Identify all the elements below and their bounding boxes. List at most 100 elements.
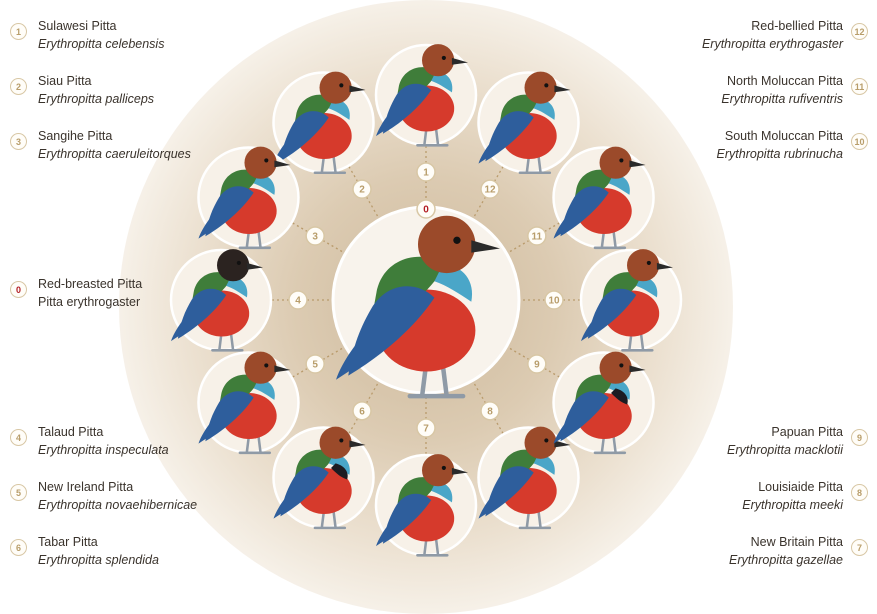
ring-number: 6	[359, 406, 365, 417]
ring-number-badge: 8	[480, 401, 500, 421]
pitta-bird-icon	[553, 146, 646, 250]
number-badge-icon: 1	[10, 23, 27, 40]
pitta-bird-icon	[376, 454, 468, 557]
common-name: Tabar Pitta	[38, 535, 98, 549]
pitta-bird-icon	[553, 351, 646, 455]
ring-number-badge: 4	[288, 290, 308, 310]
number-badge-icon	[352, 179, 372, 199]
common-name: North Moluccan Pitta	[726, 74, 843, 88]
scientific-name: Erythropitta caeruleitorques	[38, 147, 191, 161]
common-name: New Britain Pitta	[750, 535, 843, 549]
number-badge-icon	[416, 418, 436, 438]
number-badge-icon	[480, 179, 500, 199]
number-badge-icon: 0	[10, 281, 27, 298]
scientific-name-plain: Pitta erythrogaster	[38, 295, 141, 309]
common-name: Papuan Pitta	[771, 425, 843, 439]
pitta-bird-icon	[273, 426, 366, 530]
scientific-name: Erythropitta gazellae	[729, 553, 843, 567]
ring-number: 12	[484, 185, 496, 196]
pitta-bird-icon	[478, 426, 571, 530]
ring-number: 11	[532, 232, 543, 243]
scientific-name: Erythropitta rufiventris	[721, 92, 843, 106]
number-badge-icon	[527, 226, 547, 246]
common-name: Sulawesi Pitta	[38, 19, 117, 33]
ring-number: 7	[423, 424, 429, 435]
center-number-badge: 0	[416, 199, 436, 219]
scientific-name: Erythropitta palliceps	[38, 92, 155, 106]
ring-number-badge: 11	[527, 226, 547, 246]
pitta-bird-icon	[336, 215, 500, 399]
pitta-bird-icon	[198, 351, 291, 455]
number-badge-icon: 9	[851, 429, 868, 446]
number-badge-icon	[352, 401, 372, 421]
common-name: Louisiaide Pitta	[758, 480, 843, 494]
common-name: Talaud Pitta	[38, 425, 104, 439]
ring-number-badge: 12	[480, 179, 500, 199]
number-badge-icon	[527, 354, 547, 374]
center-number: 0	[423, 205, 429, 216]
number-badge-icon: 4	[10, 429, 27, 446]
pitta-bird-icon	[198, 146, 291, 250]
number-badge-icon: 8	[851, 484, 868, 501]
number-badge-icon	[544, 290, 564, 310]
number-badge-icon: 6	[10, 539, 27, 556]
ring-number: 4	[295, 296, 301, 307]
pitta-bird-icon	[581, 249, 673, 352]
common-name: Red-breasted Pitta	[38, 277, 143, 291]
pitta-bird-icon	[171, 249, 263, 352]
scientific-name: Erythropitta erythrogaster	[701, 37, 843, 51]
ring-number: 8	[487, 406, 493, 417]
scientific-name: Erythropitta celebensis	[38, 37, 165, 51]
ring-number-badge: 6	[352, 401, 372, 421]
ring-number-badge: 10	[544, 290, 564, 310]
ring-number-badge: 1	[416, 162, 436, 182]
common-name: Red-bellied Pitta	[751, 19, 843, 33]
number-badge-icon: 3	[10, 133, 27, 150]
ring-number-badge: 9	[527, 354, 547, 374]
common-name: Sangihe Pitta	[38, 129, 113, 143]
scientific-name: Erythropitta splendida	[38, 553, 159, 567]
number-badge-icon: 12	[851, 23, 868, 40]
pitta-bird-icon	[273, 71, 366, 175]
bird-discs	[169, 43, 683, 557]
number-badge-icon: 2	[10, 78, 27, 95]
scientific-name: Erythropitta novaehibernicae	[38, 498, 198, 512]
ring-number: 1	[423, 168, 429, 179]
ring-number: 2	[359, 185, 365, 196]
scientific-name: Erythropitta inspeculata	[38, 443, 169, 457]
pitta-bird-icon	[478, 71, 571, 175]
number-badge-icon	[416, 162, 436, 182]
number-badge-icon	[288, 290, 308, 310]
number-badge-icon: 11	[851, 78, 868, 95]
ring-number-badge: 7	[416, 418, 436, 438]
ring-number-badge: 5	[305, 354, 325, 374]
number-badge-icon	[416, 199, 436, 219]
common-name: New Ireland Pitta	[38, 480, 134, 494]
number-badge-icon: 10	[851, 133, 868, 150]
common-name: South Moluccan Pitta	[724, 129, 843, 143]
scientific-name: Erythropitta macklotii	[726, 443, 843, 457]
number-badge-icon: 5	[10, 484, 27, 501]
ring-number: 10	[548, 296, 560, 307]
ring-number: 3	[312, 232, 318, 243]
ring-number-badge: 3	[305, 226, 325, 246]
number-badge-icon	[480, 401, 500, 421]
ring-number: 9	[534, 360, 540, 371]
scientific-name: Erythropitta rubrinucha	[716, 147, 843, 161]
pitta-bird-icon	[376, 44, 468, 147]
number-badge-icon	[305, 226, 325, 246]
